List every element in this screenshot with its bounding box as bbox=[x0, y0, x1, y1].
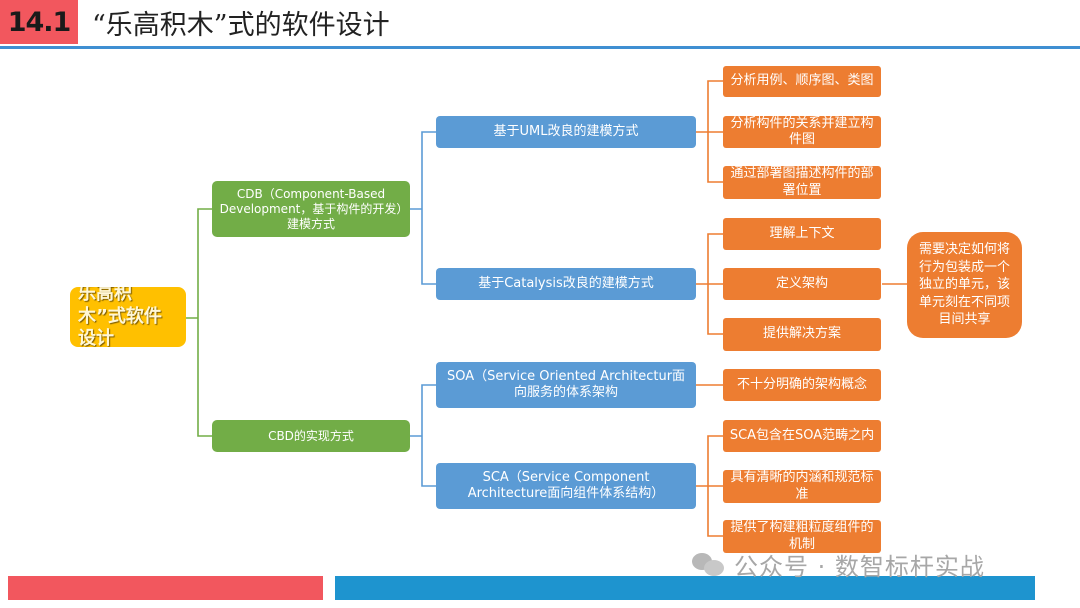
connector-sca bbox=[696, 435, 723, 537]
leaf-sca-2: 具有清晰的内涵和规范标准 bbox=[723, 470, 881, 503]
footer-bar-blue bbox=[335, 576, 1035, 600]
watermark-text: 公众号 · 数智标杆实战 bbox=[734, 552, 985, 581]
leaf-sca-1: SCA包含在SOA范畴之内 bbox=[723, 420, 881, 452]
node-catalysis: 基于Catalysis改良的建模方式 bbox=[436, 268, 696, 300]
node-uml: 基于UML改良的建模方式 bbox=[436, 116, 696, 148]
root-node: 乐高积木”式软件设计 bbox=[70, 287, 186, 347]
leaf-catalysis-1: 理解上下文 bbox=[723, 218, 881, 250]
header-divider bbox=[0, 46, 1080, 49]
node-cbd-impl: CBD的实现方式 bbox=[212, 420, 410, 452]
leaf-catalysis-2: 定义架构 bbox=[723, 268, 881, 300]
note-catalysis: 需要决定如何将行为包装成一个独立的单元，该单元刻在不同项目间共享 bbox=[907, 232, 1022, 338]
leaf-soa-1: 不十分明确的架构概念 bbox=[723, 369, 881, 401]
node-soa: SOA（Service Oriented Architectur面向服务的体系架… bbox=[436, 362, 696, 408]
leaf-uml-1: 分析用例、顺序图、类图 bbox=[723, 66, 881, 97]
leaf-uml-2: 分析构件的关系并建立构件图 bbox=[723, 116, 881, 148]
connector-cbd bbox=[410, 384, 436, 487]
wechat-icon bbox=[692, 551, 726, 577]
section-number: 14.1 bbox=[7, 6, 72, 38]
connector-catalysis bbox=[696, 233, 723, 335]
connector-cdb bbox=[410, 131, 436, 285]
page-title: “乐高积木”式的软件设计 bbox=[92, 9, 390, 41]
leaf-sca-3: 提供了构建粗粒度组件的机制 bbox=[723, 520, 881, 553]
connector-root bbox=[186, 208, 212, 437]
connector-uml bbox=[696, 80, 723, 183]
footer-bar-red bbox=[8, 576, 323, 600]
node-sca: SCA（Service Component Architecture面向组件体系… bbox=[436, 463, 696, 509]
watermark: 公众号 · 数智标杆实战 bbox=[692, 548, 985, 581]
leaf-uml-3: 通过部署图描述构件的部署位置 bbox=[723, 166, 881, 199]
node-cdb-modeling: CDB（Component-Based Development，基于构件的开发）… bbox=[212, 181, 410, 237]
section-number-badge: 14.1 bbox=[0, 0, 78, 44]
leaf-catalysis-3: 提供解决方案 bbox=[723, 318, 881, 351]
